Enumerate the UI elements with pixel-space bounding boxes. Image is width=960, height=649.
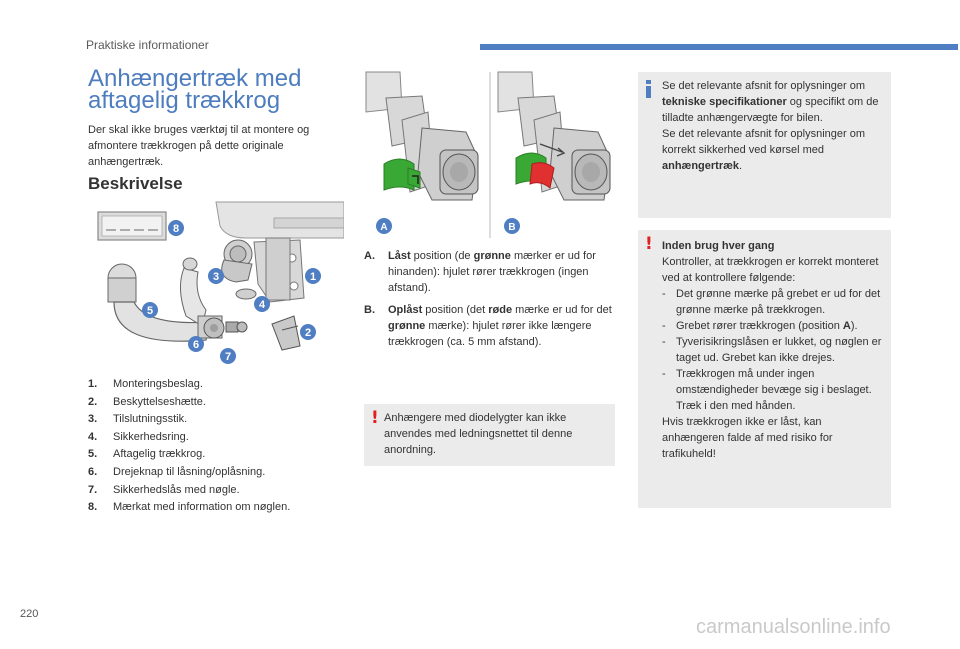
- list-item: 3. Tilslutningsstik.: [88, 411, 348, 429]
- page-title-line-2: aftagelig trækkrog: [88, 87, 281, 114]
- position-state: Oplåst: [388, 304, 423, 316]
- list-item-text: Aftagelig trækkrog.: [113, 448, 206, 461]
- callout-7: 7: [220, 348, 236, 364]
- section-subheading: Beskrivelse: [88, 174, 183, 193]
- list-item-number: 5.: [88, 448, 98, 461]
- warning-icon: !: [371, 408, 379, 428]
- info-paragraph: Se det relevante afsnit for oplysninger …: [662, 126, 883, 174]
- page-title: Anhængertræk med aftagelig trækkrog: [88, 65, 358, 114]
- list-item: 1. Monteringsbeslag.: [88, 376, 348, 394]
- info-text: .: [739, 160, 743, 172]
- svg-text:4: 4: [259, 299, 266, 311]
- svg-text:5: 5: [147, 305, 153, 317]
- list-item: 2. Beskyttelseshætte.: [88, 394, 348, 412]
- svg-text:7: 7: [225, 351, 231, 363]
- position-key: B.: [364, 304, 375, 316]
- list-item: 8. Mærkat med information om nøglen.: [88, 499, 348, 517]
- list-item-number: 4.: [88, 430, 98, 443]
- callout-6: 6: [188, 336, 204, 352]
- watermark: carmanualsonline.info: [696, 616, 891, 638]
- list-item-number: 7.: [88, 483, 98, 496]
- svg-text:A: A: [380, 222, 387, 233]
- list-item-text: Sikkerhedslås med nøgle.: [113, 483, 240, 496]
- list-item-number: 1.: [88, 378, 98, 390]
- warning-note-led: ! Anhængere med diodelygter kan ikke anv…: [364, 404, 615, 466]
- list-item-text: Tilslutningsstik.: [113, 413, 188, 426]
- lock-position-illustration: A B: [365, 71, 611, 238]
- intro-text: Der skal ikke bruges værktøj til at mont…: [88, 124, 310, 168]
- list-item: -Trækkrogen må under ingen omstændighede…: [662, 368, 872, 412]
- warning-heading: Inden brug hver gang: [662, 240, 775, 252]
- svg-text:B: B: [508, 222, 515, 233]
- check-list: -Det grønne mærke på grebet er ud for de…: [662, 286, 883, 414]
- list-item: -Tyverisikringslåsen er lukket, og nøgle…: [662, 336, 882, 364]
- info-text: Se det relevante afsnit for oplysninger …: [662, 128, 866, 156]
- label-b: B: [504, 218, 520, 234]
- panel-unlocked: [497, 71, 611, 201]
- warning-outro: Hvis trækkrogen ikke er låst, kan anhæng…: [662, 416, 833, 460]
- info-note: Se det relevante afsnit for oplysninger …: [638, 72, 891, 218]
- list-item-text: Monteringsbeslag.: [113, 378, 203, 390]
- list-item: -Det grønne mærke på grebet er ud for de…: [662, 288, 881, 316]
- list-item-number: 3.: [88, 413, 98, 426]
- header-accent-bar: [480, 44, 958, 50]
- towbar-components-illustration: 8 1 3 4 5 2 6 7: [97, 201, 344, 364]
- list-item: -Grebet rører trækkrogen (position A).: [662, 320, 858, 332]
- position-text: position (det: [422, 304, 489, 316]
- info-icon: [646, 80, 651, 98]
- list-item: 7. Sikkerhedslås med nøgle.: [88, 482, 348, 500]
- parts-list: 1. Monteringsbeslag. 2. Beskyttelseshætte.…: [88, 376, 348, 517]
- position-list: A. Låst position (de grønne mærker er ud …: [364, 248, 614, 356]
- svg-text:3: 3: [213, 271, 219, 283]
- info-text: og specifikt om de tilladte anhængervægt…: [662, 96, 879, 124]
- warning-note-check: ! Inden brug hver gang Kontroller, at tr…: [638, 230, 891, 508]
- callout-8: 8: [168, 220, 184, 236]
- list-item-text: Drejeknap til låsning/oplåsning.: [113, 465, 266, 478]
- info-bold: tekniske specifikationer: [662, 96, 787, 108]
- panel-locked: [365, 71, 479, 201]
- page-title-line-1: Anhængertræk med: [88, 65, 302, 92]
- list-item: 4. Sikkerhedsring.: [88, 429, 348, 447]
- svg-text:2: 2: [305, 327, 311, 339]
- section-title: Praktiske informationer: [86, 38, 209, 52]
- list-item-text: Mærkat med information om nøglen.: [113, 501, 291, 514]
- list-item: 5. Aftagelig trækkrog.: [88, 446, 348, 464]
- warning-intro: Kontroller, at trækkrogen er korrekt mon…: [662, 256, 879, 284]
- page-number: 220: [20, 608, 39, 620]
- warning-note-text: Anhængere med diodelygter kan ikke anven…: [384, 412, 573, 456]
- callout-2: 2: [300, 324, 316, 340]
- info-paragraph: Se det relevante afsnit for oplysninger …: [662, 78, 883, 126]
- list-item-number: 6.: [88, 465, 98, 478]
- svg-text:1: 1: [310, 271, 316, 283]
- label-a: A: [376, 218, 392, 234]
- position-text: mærke er ud for det: [512, 304, 612, 316]
- callout-1: 1: [305, 268, 321, 284]
- position-key: A.: [364, 250, 375, 262]
- position-unlocked: B. Oplåst position (det røde mærke er ud …: [364, 302, 614, 350]
- position-text: mærke): hjulet rører ikke længere trækkr…: [388, 320, 592, 348]
- position-state: Låst: [388, 250, 411, 262]
- callout-4: 4: [254, 296, 270, 312]
- position-text: position (de: [410, 250, 474, 262]
- svg-text:8: 8: [173, 223, 179, 235]
- list-item-number: 2.: [88, 395, 98, 408]
- position-color-word: røde: [488, 304, 513, 316]
- position-locked: A. Låst position (de grønne mærker er ud …: [364, 248, 614, 296]
- callout-5: 5: [142, 302, 158, 318]
- position-color-word: grønne: [388, 320, 426, 332]
- warning-icon: !: [645, 234, 653, 254]
- info-text: Se det relevante afsnit for oplysninger …: [662, 80, 866, 92]
- list-item: 6. Drejeknap til låsning/oplåsning.: [88, 464, 348, 482]
- list-item-number: 8.: [88, 501, 98, 514]
- list-item-text: Sikkerhedsring.: [113, 430, 189, 443]
- list-item-text: Beskyttelseshætte.: [113, 395, 206, 408]
- position-color-word: grønne: [473, 250, 511, 262]
- callout-3: 3: [208, 268, 224, 284]
- position-text: mærker er ud for hinanden): hjulet rører…: [388, 250, 596, 294]
- svg-text:6: 6: [193, 339, 199, 351]
- info-bold: anhængertræk: [662, 160, 740, 172]
